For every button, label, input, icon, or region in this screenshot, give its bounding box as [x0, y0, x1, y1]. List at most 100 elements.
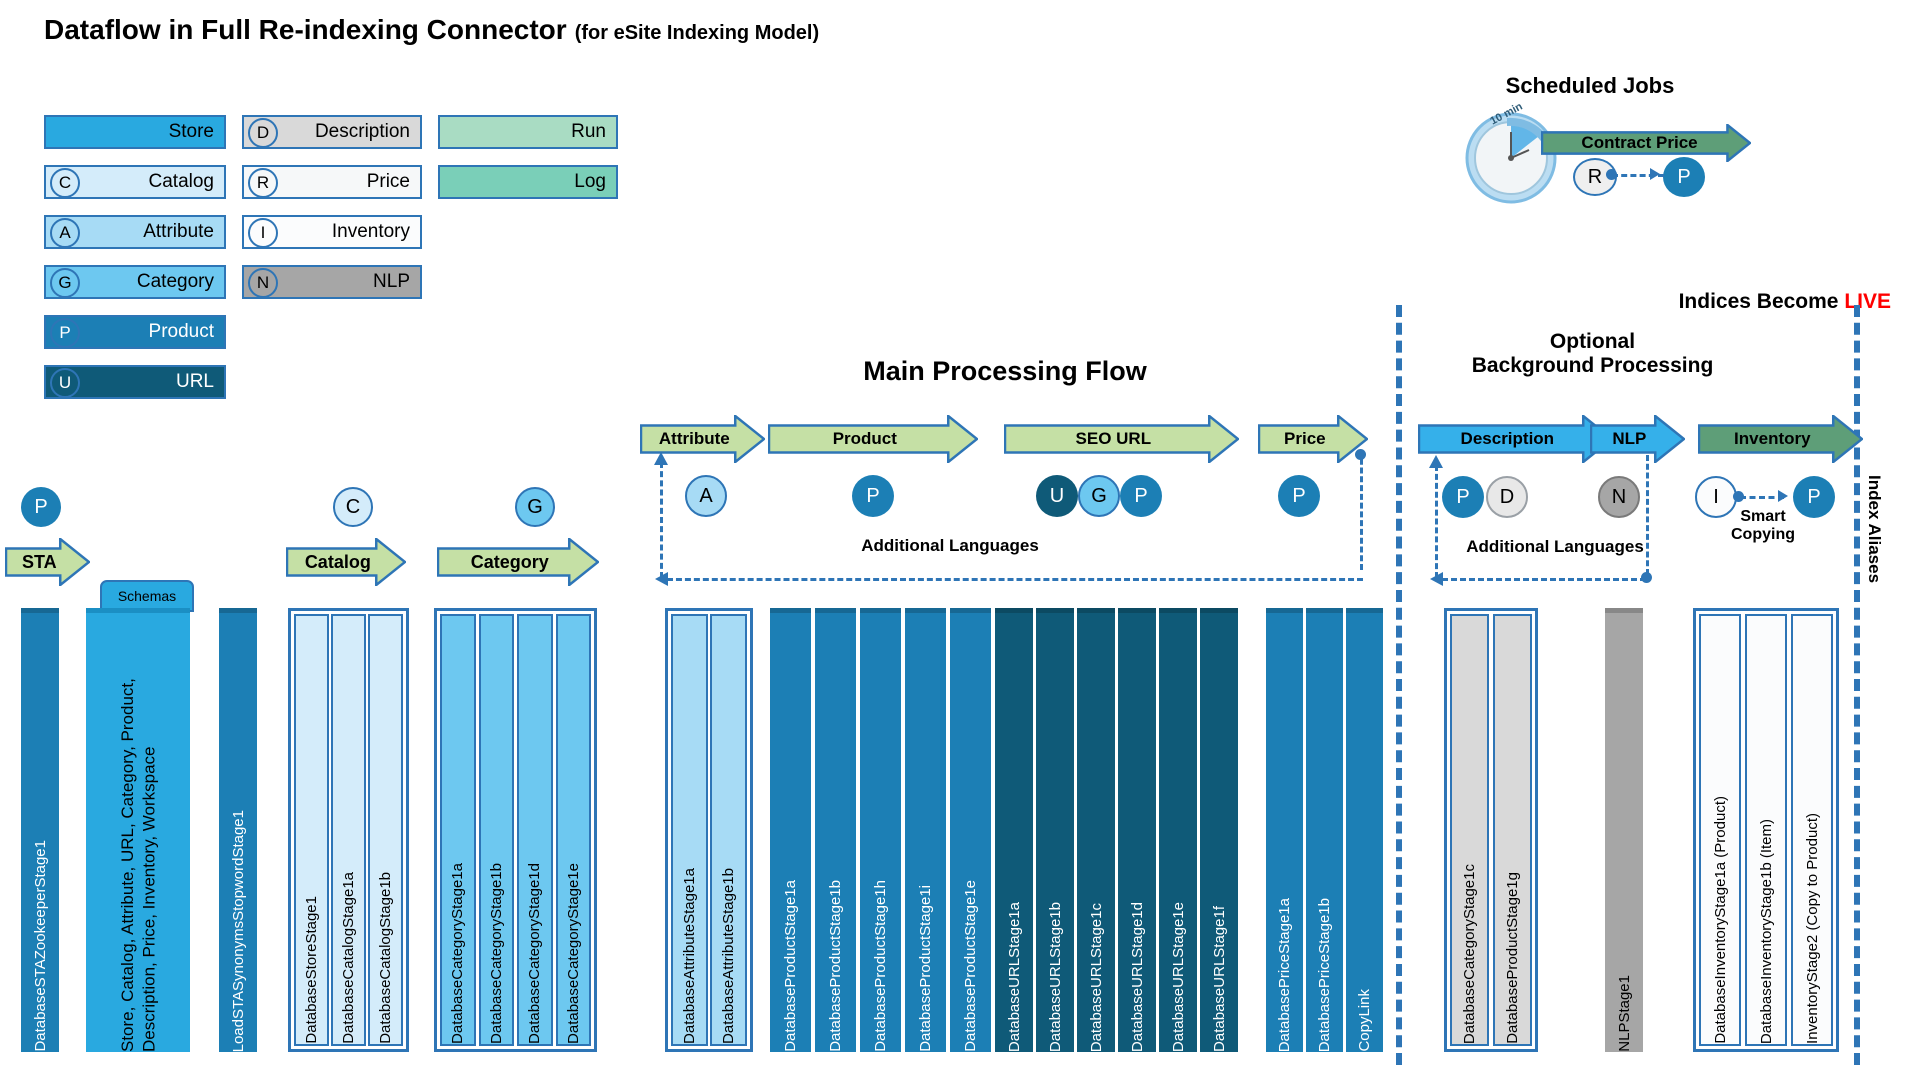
db-group-url-group: DatabaseURLStage1a DatabaseURLStage1b Data…	[995, 608, 1238, 1052]
db-column-label: DatabaseProductStage1h	[872, 880, 889, 1052]
loop-left-vertical-main	[660, 462, 663, 578]
legend-label: Log	[574, 171, 606, 192]
arrow-nlp: NLP	[1590, 415, 1685, 463]
smart-copy-line	[1740, 496, 1784, 499]
token-desc-p: P	[1442, 476, 1484, 518]
db-column: DatabaseCategoryStage1d	[517, 614, 553, 1046]
indices-live-prefix: Indices Become	[1678, 290, 1845, 313]
db-column-label: DatabaseSTAZookeeperStage1	[31, 840, 49, 1052]
chevron-label: Catalog	[304, 551, 371, 572]
arrow-seo-url: SEO URL	[1004, 415, 1239, 463]
legend-label: NLP	[373, 271, 410, 292]
db-column-label: DatabasePriceStage1a	[1276, 897, 1293, 1052]
db-column: DatabaseSTAZookeeperStage1	[21, 608, 59, 1052]
db-column-label: DatabaseCategoryStage1b	[487, 863, 505, 1044]
db-column: DatabaseProductStage1a	[770, 608, 811, 1052]
legend-item-run: Run	[438, 115, 618, 149]
db-column-label: DatabaseURLStage1b	[1046, 901, 1064, 1052]
legend-badge-n: N	[248, 268, 278, 298]
db-group-nlp-group: NLPStage1	[1605, 608, 1643, 1052]
db-column-label: CopyLink	[1356, 989, 1373, 1052]
smart-copy-arrowhead	[1778, 490, 1788, 502]
db-column: DatabaseCatalogStage1b	[368, 614, 403, 1046]
loop-arrowhead-up-main	[654, 452, 668, 465]
page-title-main: Dataflow in Full Re-indexing Connector	[44, 14, 567, 45]
db-column-label: DatabaseURLStage1c	[1087, 902, 1105, 1052]
legend-label: Category	[136, 271, 214, 292]
db-column: DatabaseCategoryStage1b	[478, 614, 514, 1046]
db-column: DatabaseAttributeStage1a	[671, 614, 708, 1046]
main-flow-heading: Main Processing Flow	[863, 356, 1147, 386]
additional-languages-bg: Additional Languages	[1466, 537, 1644, 556]
db-column: DatabasePriceStage1a	[1266, 608, 1303, 1052]
arrow-category: Category	[437, 538, 599, 586]
legend-label: Product	[148, 321, 214, 342]
db-column: DatabaseInventoryStage1a (Product)	[1699, 614, 1741, 1046]
legend-badge-u: U	[50, 368, 80, 398]
arrow-product: Product	[768, 415, 978, 463]
db-column: DatabaseStoreStage1	[294, 614, 329, 1046]
legend-item-description: D Description	[242, 115, 422, 149]
token-product-p: P	[1663, 157, 1705, 197]
db-column-label: DatabaseURLStage1e	[1169, 901, 1187, 1052]
chevron-label: Contract Price	[1581, 133, 1698, 152]
token-url-g: G	[1078, 475, 1120, 517]
token-catalog-c: C	[333, 487, 373, 527]
token-url-p: P	[1120, 475, 1162, 517]
contract-price-arrow: Contract Price	[1541, 124, 1751, 162]
db-column: DatabaseProductStage1e	[950, 608, 991, 1052]
legend-badge-a: A	[50, 218, 80, 248]
chevron-label: Inventory	[1734, 429, 1811, 448]
db-column: DatabaseProductStage1i	[905, 608, 946, 1052]
db-column-label: DatabaseURLStage1a	[1005, 901, 1023, 1052]
clock-icon	[1465, 112, 1557, 204]
legend-label: Description	[314, 121, 410, 142]
section-divider-2	[1854, 305, 1860, 1065]
db-column-label: DatabaseProductStage1e	[962, 880, 979, 1052]
db-column-label: DatabaseInventoryStage1b (Item)	[1757, 818, 1775, 1044]
arrow-attribute: Attribute	[640, 415, 765, 463]
db-column-label: DatabaseProductStage1b	[827, 880, 844, 1052]
legend-badge-d: D	[248, 118, 278, 148]
loop-origin-dot-bg	[1641, 572, 1652, 583]
db-column: DatabaseCategoryStage1a	[440, 614, 476, 1046]
db-column: DatabaseCategoryStage1e	[555, 614, 591, 1046]
db-column-label: DatabaseProductStage1i	[917, 885, 934, 1052]
scheduled-jobs-heading: Scheduled Jobs	[1505, 73, 1675, 98]
token-sta-p: P	[21, 487, 61, 527]
db-column-label: InventoryStage2 (Copy to Product)	[1803, 813, 1821, 1044]
db-column: InventoryStage2 (Copy to Product)	[1791, 614, 1833, 1046]
loop-horizontal-main	[667, 578, 1363, 581]
db-column-label: DatabasePriceStage1b	[1316, 897, 1333, 1052]
db-column-label: DatabaseAttributeStage1a	[681, 868, 698, 1044]
db-group-category-group: DatabaseCategoryStage1a DatabaseCategoryS…	[434, 608, 597, 1052]
legend-badge-c: C	[50, 168, 80, 198]
token-nlp-n: N	[1598, 476, 1640, 518]
db-column-label: DatabaseStoreStage1	[303, 896, 320, 1044]
legend-label: Inventory	[331, 221, 410, 242]
loop-right-vertical-bg	[1646, 455, 1649, 575]
chevron-label: Category	[470, 551, 549, 572]
token-product-p2: P	[852, 475, 894, 517]
token-url-u: U	[1036, 475, 1078, 517]
db-column: DatabaseCatalogStage1a	[331, 614, 366, 1046]
legend-badge-i: I	[248, 218, 278, 248]
loop-arrowhead-up-bg	[1429, 455, 1443, 468]
db-column-label: DatabaseCategoryStage1a	[449, 863, 467, 1044]
db-column: CopyLink	[1346, 608, 1383, 1052]
loop-left-vertical-bg	[1435, 465, 1438, 578]
arrow-description: Description	[1418, 415, 1613, 463]
arrow-sta: STA	[5, 538, 90, 586]
db-column: DatabaseURLStage1a	[995, 608, 1033, 1052]
legend-item-log: Log	[438, 165, 618, 199]
db-column-label: DatabaseCatalogStage1b	[377, 872, 394, 1044]
loop-arrowhead-left-bg	[1430, 572, 1443, 586]
optional-bg-heading-line2: Background Processing	[1471, 354, 1714, 378]
